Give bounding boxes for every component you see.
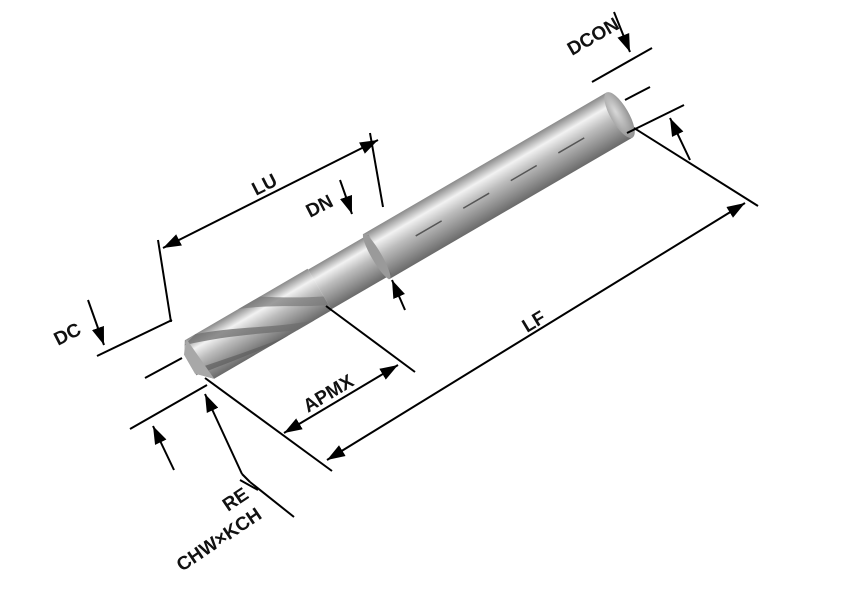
end-mill-tool <box>183 92 635 379</box>
apmx-label: APMX <box>300 371 358 417</box>
chw-kch-label: CHW×KCH <box>173 504 266 576</box>
shank <box>362 92 633 280</box>
shank-end-face <box>604 92 635 138</box>
flutes <box>183 268 332 379</box>
dcon-label: DCON <box>564 14 623 60</box>
re-chw-kch-leader: RE CHW×KCH <box>173 393 295 576</box>
lf-label: LF <box>519 307 550 337</box>
dc-dimension: DC <box>51 299 208 471</box>
dn-label: DN <box>303 191 337 222</box>
dc-label: DC <box>51 319 85 350</box>
lu-label: LU <box>249 170 281 200</box>
